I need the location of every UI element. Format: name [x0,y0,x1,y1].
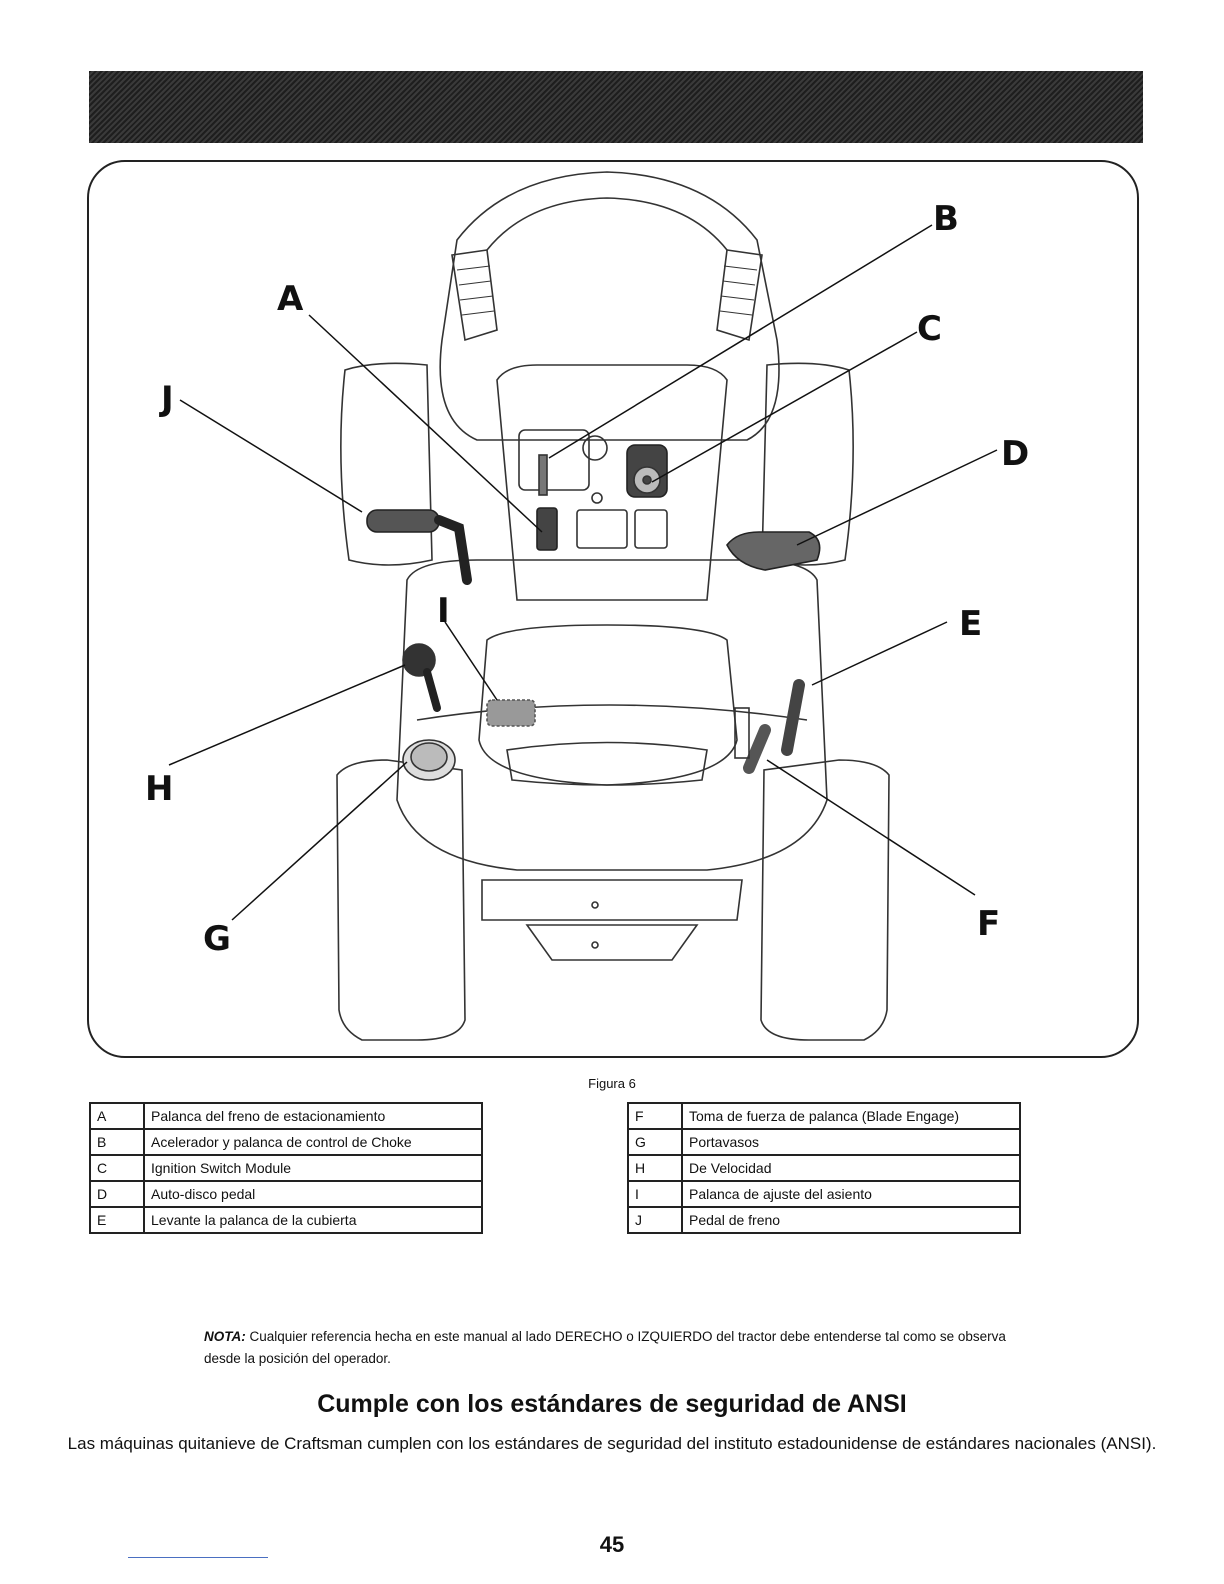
rear-left-wheel [336,759,466,1041]
rear-right-wheel [760,759,890,1041]
legend-key: A [89,1102,145,1130]
legend-key: E [89,1206,145,1234]
hitch-plate [525,924,699,961]
callout-b: B [933,199,959,239]
callout-j: J [159,379,174,419]
hood [439,171,780,441]
tractor-illustration [336,171,890,1041]
callout-h: H [145,769,173,809]
legend-key: J [627,1206,683,1234]
legend-key: I [627,1180,683,1208]
front-left-wheel [340,362,433,566]
note-label: NOTA: [204,1329,246,1344]
figure-frame [87,160,1139,1058]
legend-label: De Velocidad [681,1154,1021,1182]
legend-label: Pedal de freno [681,1206,1021,1234]
fender [396,559,828,871]
legend-label: Acelerador y palanca de control de Choke [143,1128,483,1156]
callout-f: F [977,904,1000,944]
legend-label: Levante la palanca de la cubierta [143,1206,483,1234]
legend-key: B [89,1128,145,1156]
note-paragraph: NOTA: Cualquier referencia hecha en este… [204,1326,1044,1370]
legend-key: C [89,1154,145,1182]
callout-c: C [917,309,942,349]
callout-d: D [1001,434,1029,474]
legend-label: Toma de fuerza de palanca (Blade Engage) [681,1102,1021,1130]
legend-label: Palanca de ajuste del asiento [681,1180,1021,1208]
section-heading: Cumple con los estándares de seguridad d… [317,1390,907,1418]
right-grill [716,249,763,342]
leader-lines [168,224,998,921]
section-body: Las máquinas quitanieve de Craftsman cum… [67,1434,1157,1453]
figure-caption: Figura 6 [588,1076,636,1091]
callout-g: G [203,919,231,959]
legend-key: G [627,1128,683,1156]
tractor-controls-diagram: A B C D E F G H I J [145,171,1029,1041]
front-right-wheel [761,362,854,566]
callout-e: E [959,604,982,644]
callout-i: I [437,591,450,631]
legend-label: Portavasos [681,1128,1021,1156]
left-grill [451,249,498,342]
footer-rule [128,1557,268,1558]
legend-key: H [627,1154,683,1182]
legend-label: Ignition Switch Module [143,1154,483,1182]
legend-label: Palanca del freno de estacionamiento [143,1102,483,1130]
page-number: 45 [599,1532,625,1557]
dash-panel [496,364,728,601]
legend-key: F [627,1102,683,1130]
legend-label: Auto-disco pedal [143,1180,483,1208]
legend-key: D [89,1180,145,1208]
header-bar [89,71,1143,143]
seat [478,624,738,786]
callout-a: A [277,279,304,319]
note-text: Cualquier referencia hecha en este manua… [204,1329,1006,1366]
